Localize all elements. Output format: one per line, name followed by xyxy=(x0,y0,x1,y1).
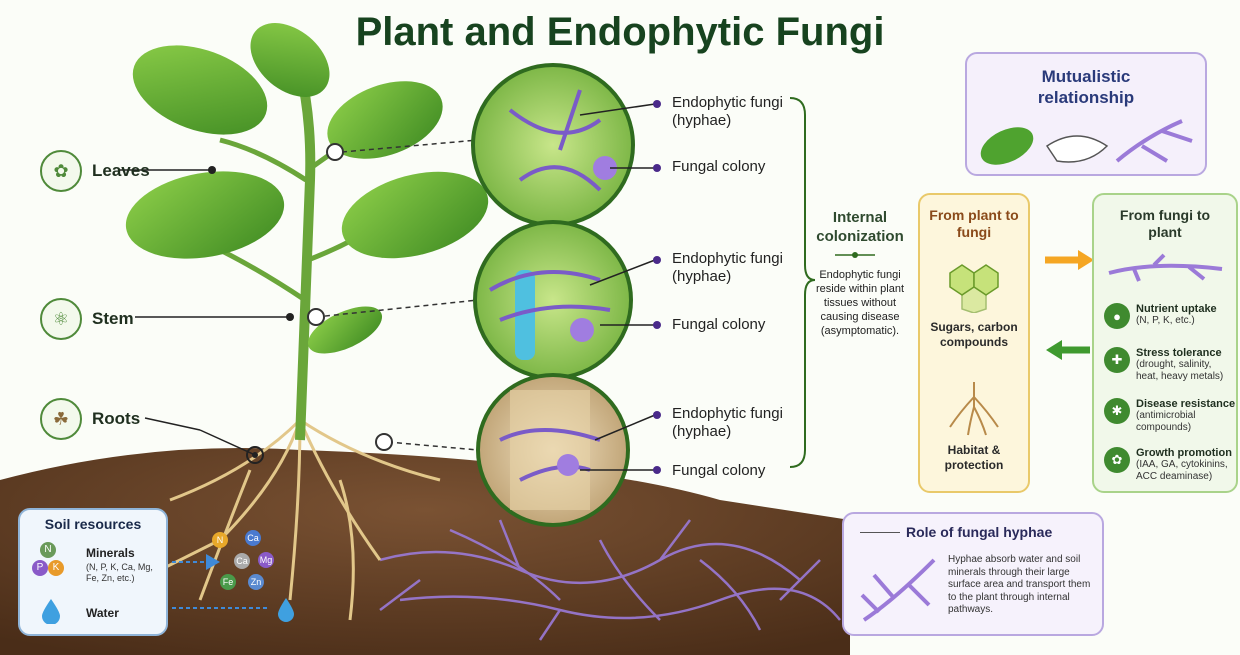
shield-icon: ✚ xyxy=(1104,347,1130,373)
stem xyxy=(300,70,310,440)
water-drop-icon xyxy=(40,598,62,624)
ion-ball: Fe xyxy=(220,574,236,590)
minerals-label: Minerals xyxy=(86,546,135,560)
hyphae-branch-icon xyxy=(854,550,944,630)
habitat-label: Habitat & protection xyxy=(920,443,1028,473)
root-icon: ☘ xyxy=(40,398,82,440)
roots-label: Roots xyxy=(92,409,140,429)
root-colony-label: Fungal colony xyxy=(672,462,792,480)
ion-ball: N xyxy=(212,532,228,548)
benefit-item: ● Nutrient uptake(N, P, K, etc.) xyxy=(1104,303,1236,329)
fungi-to-plant-title: From fungi to plant xyxy=(1094,207,1236,241)
role-hyphae-title: Role of fungal hyphae xyxy=(906,524,1052,540)
npk-balls: N P K xyxy=(32,542,62,586)
hyphae-icon xyxy=(1094,251,1236,285)
benefit-title: Stress tolerance xyxy=(1136,347,1236,359)
root-hyphae-label: Endophytic fungi (hyphae) xyxy=(672,405,792,441)
leaves-label: Leaves xyxy=(92,161,150,181)
water-label: Water xyxy=(86,606,119,620)
virus-shield-icon: ✱ xyxy=(1104,398,1130,424)
leaves-label-group: ✿ Leaves xyxy=(40,150,150,192)
water-droplet xyxy=(278,598,294,622)
mutualistic-title: Mutualistic relationship xyxy=(967,66,1205,108)
benefit-desc: (drought, salinity, heat, heavy metals) xyxy=(1136,359,1236,383)
stem-label-group: ⚛ Stem xyxy=(40,298,134,340)
growth-leaf-icon: ✿ xyxy=(1104,447,1130,473)
stem-hyphae-label: Endophytic fungi (hyphae) xyxy=(672,250,792,286)
stem-colony-label: Fungal colony xyxy=(672,316,792,334)
potassium-ball: K xyxy=(48,560,64,576)
ion-ball: Ca xyxy=(245,530,261,546)
divider xyxy=(860,532,900,533)
phosphorus-ball: P xyxy=(32,560,48,576)
soil-ions xyxy=(168,528,308,628)
leaf-icon: ✿ xyxy=(40,150,82,192)
ion-ball: Zn xyxy=(248,574,264,590)
benefit-desc: (N, P, K, etc.) xyxy=(1136,315,1217,327)
minerals-desc: (N, P, K, Ca, Mg, Fe, Zn, etc.) xyxy=(86,562,166,584)
role-hyphae-panel: Role of fungal hyphae Hyphae absorb wate… xyxy=(842,512,1104,636)
roots-label-group: ☘ Roots xyxy=(40,398,140,440)
sugar-molecule-icon xyxy=(920,253,1028,313)
benefit-title: Nutrient uptake xyxy=(1136,303,1217,315)
leaf-colony-label: Fungal colony xyxy=(672,158,792,176)
handshake-icon xyxy=(967,106,1205,176)
plant-to-fungi-title: From plant to fungi xyxy=(920,207,1028,241)
stem-zoom-circle xyxy=(475,222,631,378)
stem-icon: ⚛ xyxy=(40,298,82,340)
water-drop-icon: ● xyxy=(1104,303,1130,329)
root-zoom-circle xyxy=(478,375,628,525)
internal-colonization-desc: Endophytic fungi reside within plant tis… xyxy=(808,268,912,338)
stem-label: Stem xyxy=(92,309,134,329)
leaf-zoom-circle xyxy=(473,65,633,225)
benefit-title: Growth promotion xyxy=(1136,447,1236,459)
nitrogen-ball: N xyxy=(40,542,56,558)
benefit-item: ✿ Growth promotion(IAA, GA, cytokinins, … xyxy=(1104,447,1236,483)
soil-resources-title: Soil resources xyxy=(20,516,166,532)
benefit-desc: (IAA, GA, cytokinins, ACC deaminase) xyxy=(1136,459,1236,483)
habitat-roots-icon xyxy=(920,377,1028,437)
internal-colonization-title: Internal colonization xyxy=(815,208,905,246)
benefit-item: ✱ Disease resistance(antimicrobial compo… xyxy=(1104,398,1236,434)
mutualistic-panel: Mutualistic relationship xyxy=(965,52,1207,176)
leaf-hyphae-label: Endophytic fungi (hyphae) xyxy=(672,94,792,130)
plant-to-fungi-panel: From plant to fungi Sugars, carbon compo… xyxy=(918,193,1030,493)
soil-resources-panel: Soil resources N P K Minerals (N, P, K, … xyxy=(18,508,168,636)
fungi-to-plant-panel: From fungi to plant ● Nutrient uptake(N,… xyxy=(1092,193,1238,493)
ion-ball: Mg xyxy=(258,552,274,568)
sugars-label: Sugars, carbon compounds xyxy=(920,320,1028,350)
benefit-item: ✚ Stress tolerance(drought, salinity, he… xyxy=(1104,347,1236,383)
benefit-desc: (antimicrobial compounds) xyxy=(1136,410,1236,434)
role-hyphae-desc: Hyphae absorb water and soil minerals th… xyxy=(948,554,1096,617)
benefit-title: Disease resistance xyxy=(1136,398,1236,410)
ion-ball: Ca xyxy=(234,553,250,569)
